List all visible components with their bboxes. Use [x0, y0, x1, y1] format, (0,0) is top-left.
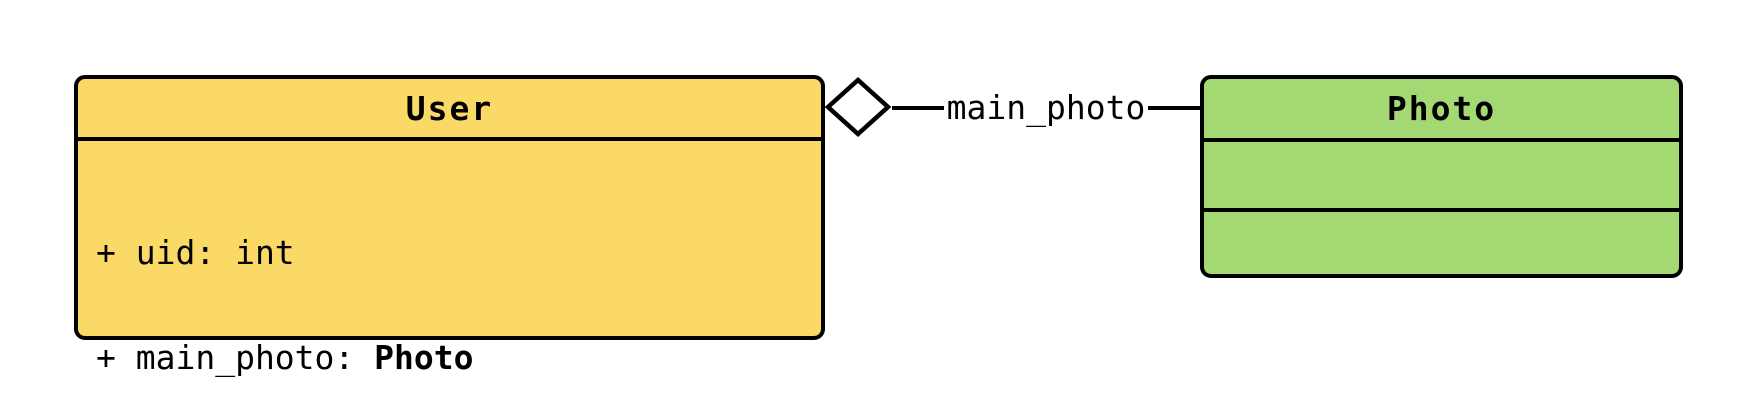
connector-line-right: [1148, 106, 1200, 110]
attribute-main-photo: + main_photo: Photo: [96, 338, 474, 377]
class-box-user: User + uid: int + main_photo: Photo + __…: [74, 75, 825, 375]
class-photo-attributes: [1204, 138, 1679, 208]
class-user-attributes: + uid: int + main_photo: Photo: [78, 137, 821, 420]
attribute-main-photo-type: Photo: [374, 338, 474, 377]
association-label: main_photo: [946, 88, 1146, 127]
class-title-user: User: [405, 88, 494, 128]
aggregation-diamond-icon: [824, 76, 892, 138]
attribute-uid: + uid: int: [96, 233, 295, 272]
class-photo-methods: [1204, 208, 1679, 274]
class-box-photo: Photo: [1200, 75, 1683, 278]
class-title-photo: Photo: [1386, 89, 1497, 128]
connector-line-left: [892, 106, 944, 110]
association-connector: main_photo: [892, 88, 1200, 128]
